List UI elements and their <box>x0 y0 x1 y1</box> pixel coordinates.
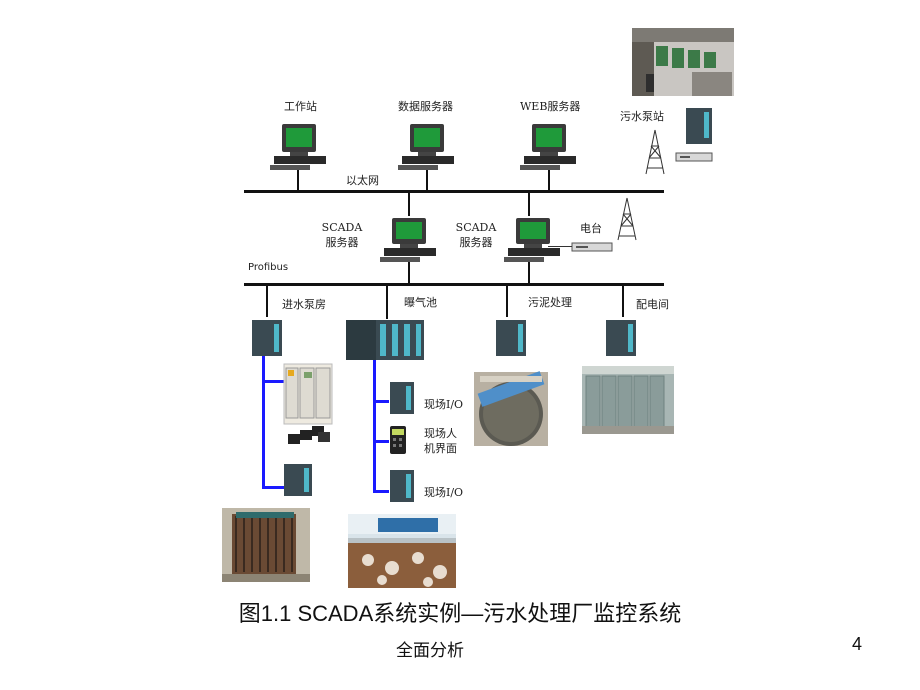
data-server-label: 数据服务器 <box>398 100 453 113</box>
aeration-blue-to-io2 <box>373 490 389 493</box>
workstation-label: 工作站 <box>284 100 317 113</box>
scada-1-profibus-link <box>408 262 410 284</box>
page-number: 4 <box>852 634 863 654</box>
sewage-pump-station-photo <box>632 28 734 96</box>
ethernet-bus <box>244 190 664 193</box>
field-hmi-panel-icon <box>390 426 406 454</box>
motor-connectors-icon <box>288 426 330 444</box>
pump-station-radio-icon <box>675 152 713 162</box>
web-server-computer-icon <box>520 124 576 170</box>
pump-station-antenna-icon <box>645 129 665 175</box>
field-io-2-label: 现场I/O <box>424 486 464 499</box>
field-io-2-module-icon <box>390 470 414 502</box>
figure-caption: 图1.1 SCADA系统实例—污水处理厂监控系统 <box>238 601 682 626</box>
aeration-plc-rack-icon <box>346 320 424 360</box>
radio-label: 电台 <box>580 222 602 235</box>
inlet-blue-to-io <box>262 486 284 489</box>
scada-server-2-computer-icon <box>504 218 560 262</box>
pump-station-plc-icon <box>686 108 712 144</box>
profibus-bus <box>244 283 664 286</box>
inlet-blue-to-drives <box>262 380 286 383</box>
ethernet-label: 以太网 <box>346 174 379 187</box>
inlet-plc-icon <box>252 320 282 356</box>
data-server-computer-icon <box>398 124 454 170</box>
footer-text: 全面分析 <box>396 641 464 660</box>
scada-server-1-computer-icon <box>380 218 436 262</box>
sludge-drop <box>506 285 508 317</box>
scada-2-ethernet-link <box>528 192 530 216</box>
inlet-io-module-icon <box>284 464 312 496</box>
inlet-screen-photo <box>222 508 310 582</box>
distribution-plc-icon <box>606 320 636 356</box>
field-hmi-label: 现场人机界面 <box>424 427 457 455</box>
sludge-plc-icon <box>496 320 526 356</box>
sewage-pump-station-label: 污水泵站 <box>620 110 664 123</box>
sludge-treatment-label: 污泥处理 <box>528 296 572 309</box>
radio-cable <box>548 246 572 247</box>
inlet-pump-room-label: 进水泵房 <box>282 298 326 311</box>
inlet-blue-trunk <box>262 356 265 488</box>
distribution-room-photo <box>582 366 674 434</box>
web-server-link <box>548 170 550 192</box>
aeration-blue-trunk <box>373 360 376 492</box>
distribution-drop <box>622 285 624 317</box>
radio-device-icon <box>571 242 613 252</box>
aeration-tank-photo <box>348 514 456 588</box>
data-server-link <box>426 170 428 192</box>
sludge-treatment-photo <box>474 371 548 446</box>
inlet-drop <box>266 285 268 317</box>
profibus-label: Profibus <box>248 262 289 273</box>
workstation-computer-icon <box>270 124 326 170</box>
aeration-drop <box>386 285 388 319</box>
scada-2-profibus-link <box>528 262 530 284</box>
web-server-label: WEB服务器 <box>520 100 581 113</box>
scada-1-ethernet-link <box>408 192 410 216</box>
field-io-1-label: 现场I/O <box>424 398 464 411</box>
aeration-blue-to-hmi <box>373 440 389 443</box>
field-io-1-module-icon <box>390 382 414 414</box>
radio-antenna-icon <box>617 197 637 241</box>
aeration-tank-label: 曝气池 <box>404 296 437 309</box>
inverter-drives-icon <box>283 363 333 425</box>
distribution-room-label: 配电间 <box>636 298 669 311</box>
aeration-blue-to-io1 <box>373 400 389 403</box>
workstation-link <box>297 170 299 192</box>
